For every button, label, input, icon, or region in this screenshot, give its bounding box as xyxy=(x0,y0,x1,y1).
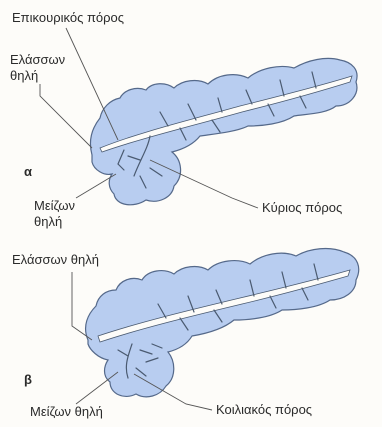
panel-b: β Ελάσσων θηλή Μείζων θηλή Κοιλιακός πόρ… xyxy=(12,249,359,419)
label-major-papilla-b: Μείζων θηλή xyxy=(30,404,103,419)
panel-letter-b: β xyxy=(24,372,32,387)
label-minor-papilla-a-line1: Ελάσσων xyxy=(10,52,65,67)
label-major-papilla-a-line1: Μείζων xyxy=(34,198,75,213)
panel-a: α Επικουρικός πόρος Ελάσσων θηλή Μείζων … xyxy=(10,10,357,229)
label-accessory-duct-a: Επικουρικός πόρος xyxy=(12,10,124,25)
leader-minor-papilla-a xyxy=(40,84,92,148)
label-celiac-duct-b: Κοιλιακός πόρος xyxy=(216,402,312,417)
leader-accessory-duct-a xyxy=(66,28,118,140)
label-minor-papilla-a-line2: θηλή xyxy=(10,68,38,83)
panel-letter-a: α xyxy=(24,164,32,179)
label-major-papilla-a-line2: θηλή xyxy=(34,214,62,229)
label-main-duct-a: Κύριος πόρος xyxy=(262,200,342,215)
label-minor-papilla-b: Ελάσσων θηλή xyxy=(12,252,99,267)
pancreas-gland-a xyxy=(90,58,357,204)
